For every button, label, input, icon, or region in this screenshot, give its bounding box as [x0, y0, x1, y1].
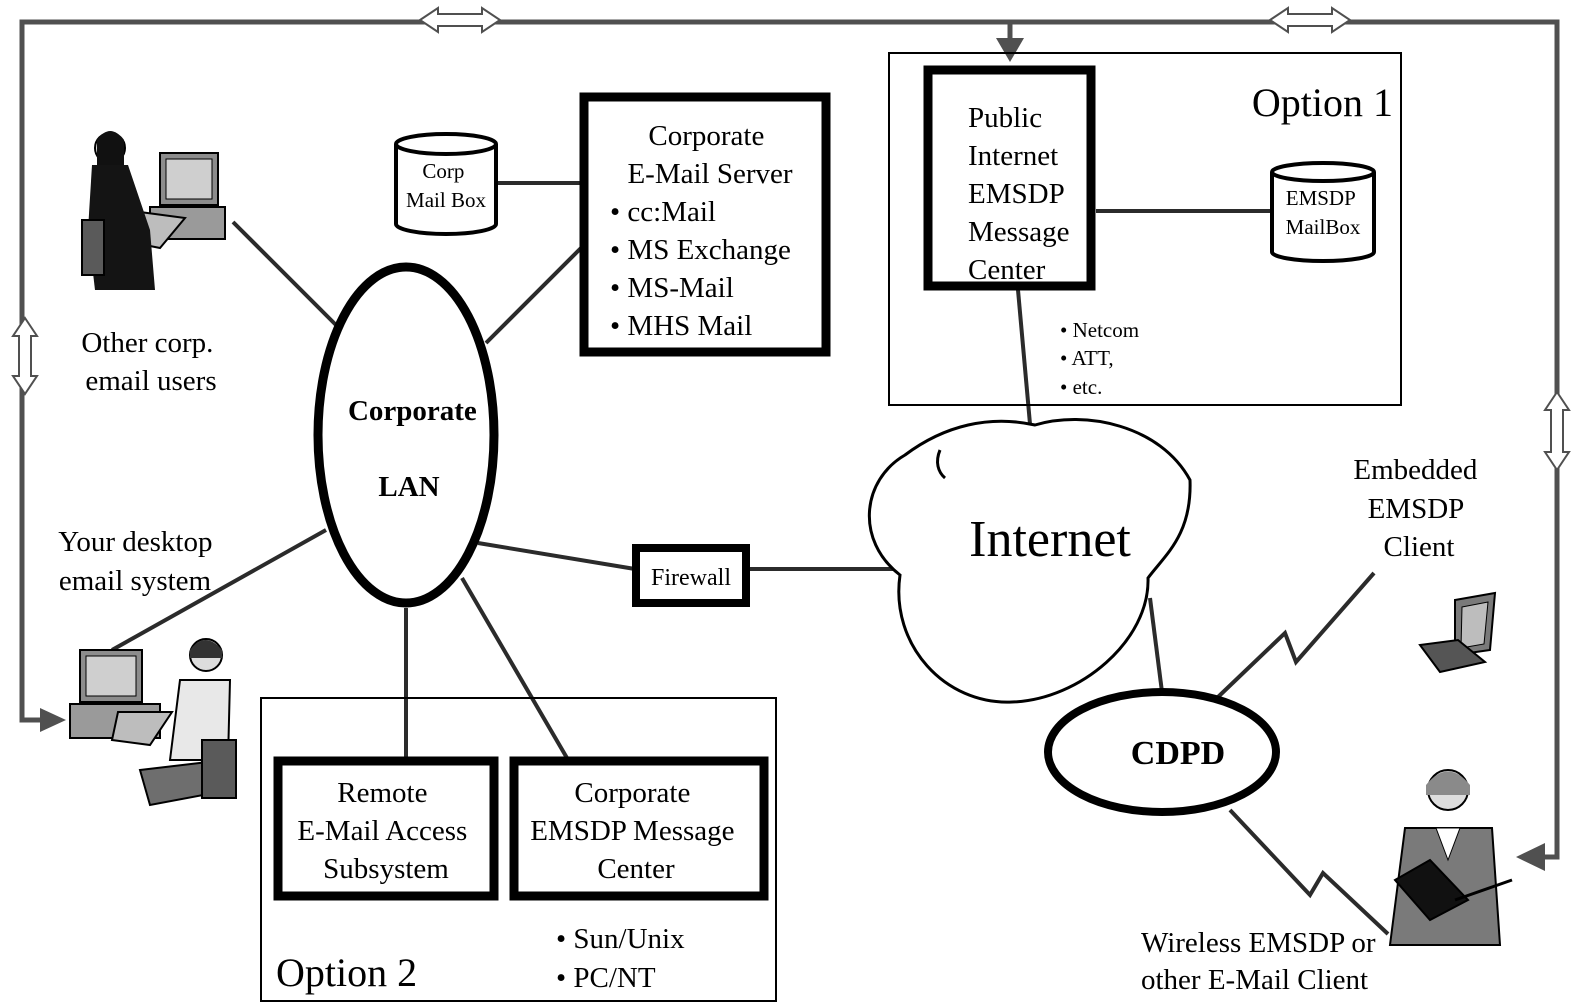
connection-lines [111, 181, 1390, 936]
emsdp-mailbox-label: EMSDP MailBox [1286, 186, 1361, 239]
mobile-user-woman-icon [1388, 769, 1513, 946]
bidirectional-arrow-icon [418, 6, 502, 34]
corp-mailbox-cylinder [394, 132, 498, 236]
arrow-into-desktop-icon [40, 708, 66, 732]
option1-box [888, 52, 1402, 406]
internet-label: Internet [969, 511, 1131, 568]
laptop-icon [1418, 591, 1497, 674]
your-desktop-label: Your desktop email system [58, 526, 219, 597]
link-lan-corp-center [460, 576, 569, 760]
down-arrow-icon [996, 38, 1024, 62]
bidirectional-arrow-icon [11, 316, 39, 396]
link-users-lan [231, 220, 339, 328]
cdpd-ellipse [1044, 688, 1280, 816]
link-desktop-lan [111, 528, 327, 652]
corporate-emsdp-center-label: Corporate EMSDP Message Center [530, 777, 742, 885]
bidirectional-arrow-icon [1543, 390, 1571, 472]
option1-label: Option 1 [1252, 80, 1393, 125]
corporate-email-server-title: Corporate E-Mail Server [627, 120, 792, 190]
firewall-label: Firewall [651, 565, 731, 591]
link-lan-server [484, 246, 583, 345]
embedded-client-label: Embedded EMSDP Client [1353, 454, 1484, 563]
internet-cloud [867, 418, 1192, 704]
link-center-internet [1016, 289, 1032, 425]
remote-email-access-label: Remote E-Mail Access Subsystem [297, 777, 474, 885]
link-lan-firewall [477, 541, 636, 571]
public-message-center-box [923, 65, 1096, 291]
corporate-user-woman-icon [81, 131, 226, 290]
corporate-lan-label: Corporate LAN [348, 395, 484, 503]
cdpd-label: CDPD [1131, 735, 1225, 772]
corporate-emsdp-center-box [509, 756, 769, 901]
desktop-user-man-icon [69, 638, 237, 807]
corp-mailbox-label: Corp Mail Box [406, 159, 486, 212]
public-message-center-label: Public Internet EMSDP Message Center [968, 102, 1077, 286]
wireless-client-label: Wireless EMSDP or other E-Mail Client [1141, 927, 1383, 996]
corporate-lan-ellipse [313, 262, 499, 608]
wireless-link-mobile [1228, 808, 1390, 936]
mail-product-list: • cc:Mail • MS Exchange • MS-Mail • MHS … [610, 196, 798, 342]
bidirectional-arrow-icon [1268, 6, 1352, 34]
firewall-box [632, 544, 750, 607]
option2-label: Option 2 [276, 950, 417, 995]
remote-email-access-box [273, 756, 499, 901]
option2-box [260, 697, 777, 1002]
corporate-email-server-box [579, 92, 831, 357]
wireless-link-embedded [1216, 571, 1376, 699]
other-users-label: Other corp. email users [81, 327, 220, 397]
platform-list: • Sun/Unix • PC/NT [556, 923, 692, 994]
arrow-into-mobile-user-icon [1516, 843, 1545, 871]
link-internet-cdpd [1148, 597, 1164, 693]
emsdp-mailbox-cylinder [1270, 161, 1376, 263]
provider-list: • Netcom • ATT, • etc. [1060, 318, 1144, 399]
